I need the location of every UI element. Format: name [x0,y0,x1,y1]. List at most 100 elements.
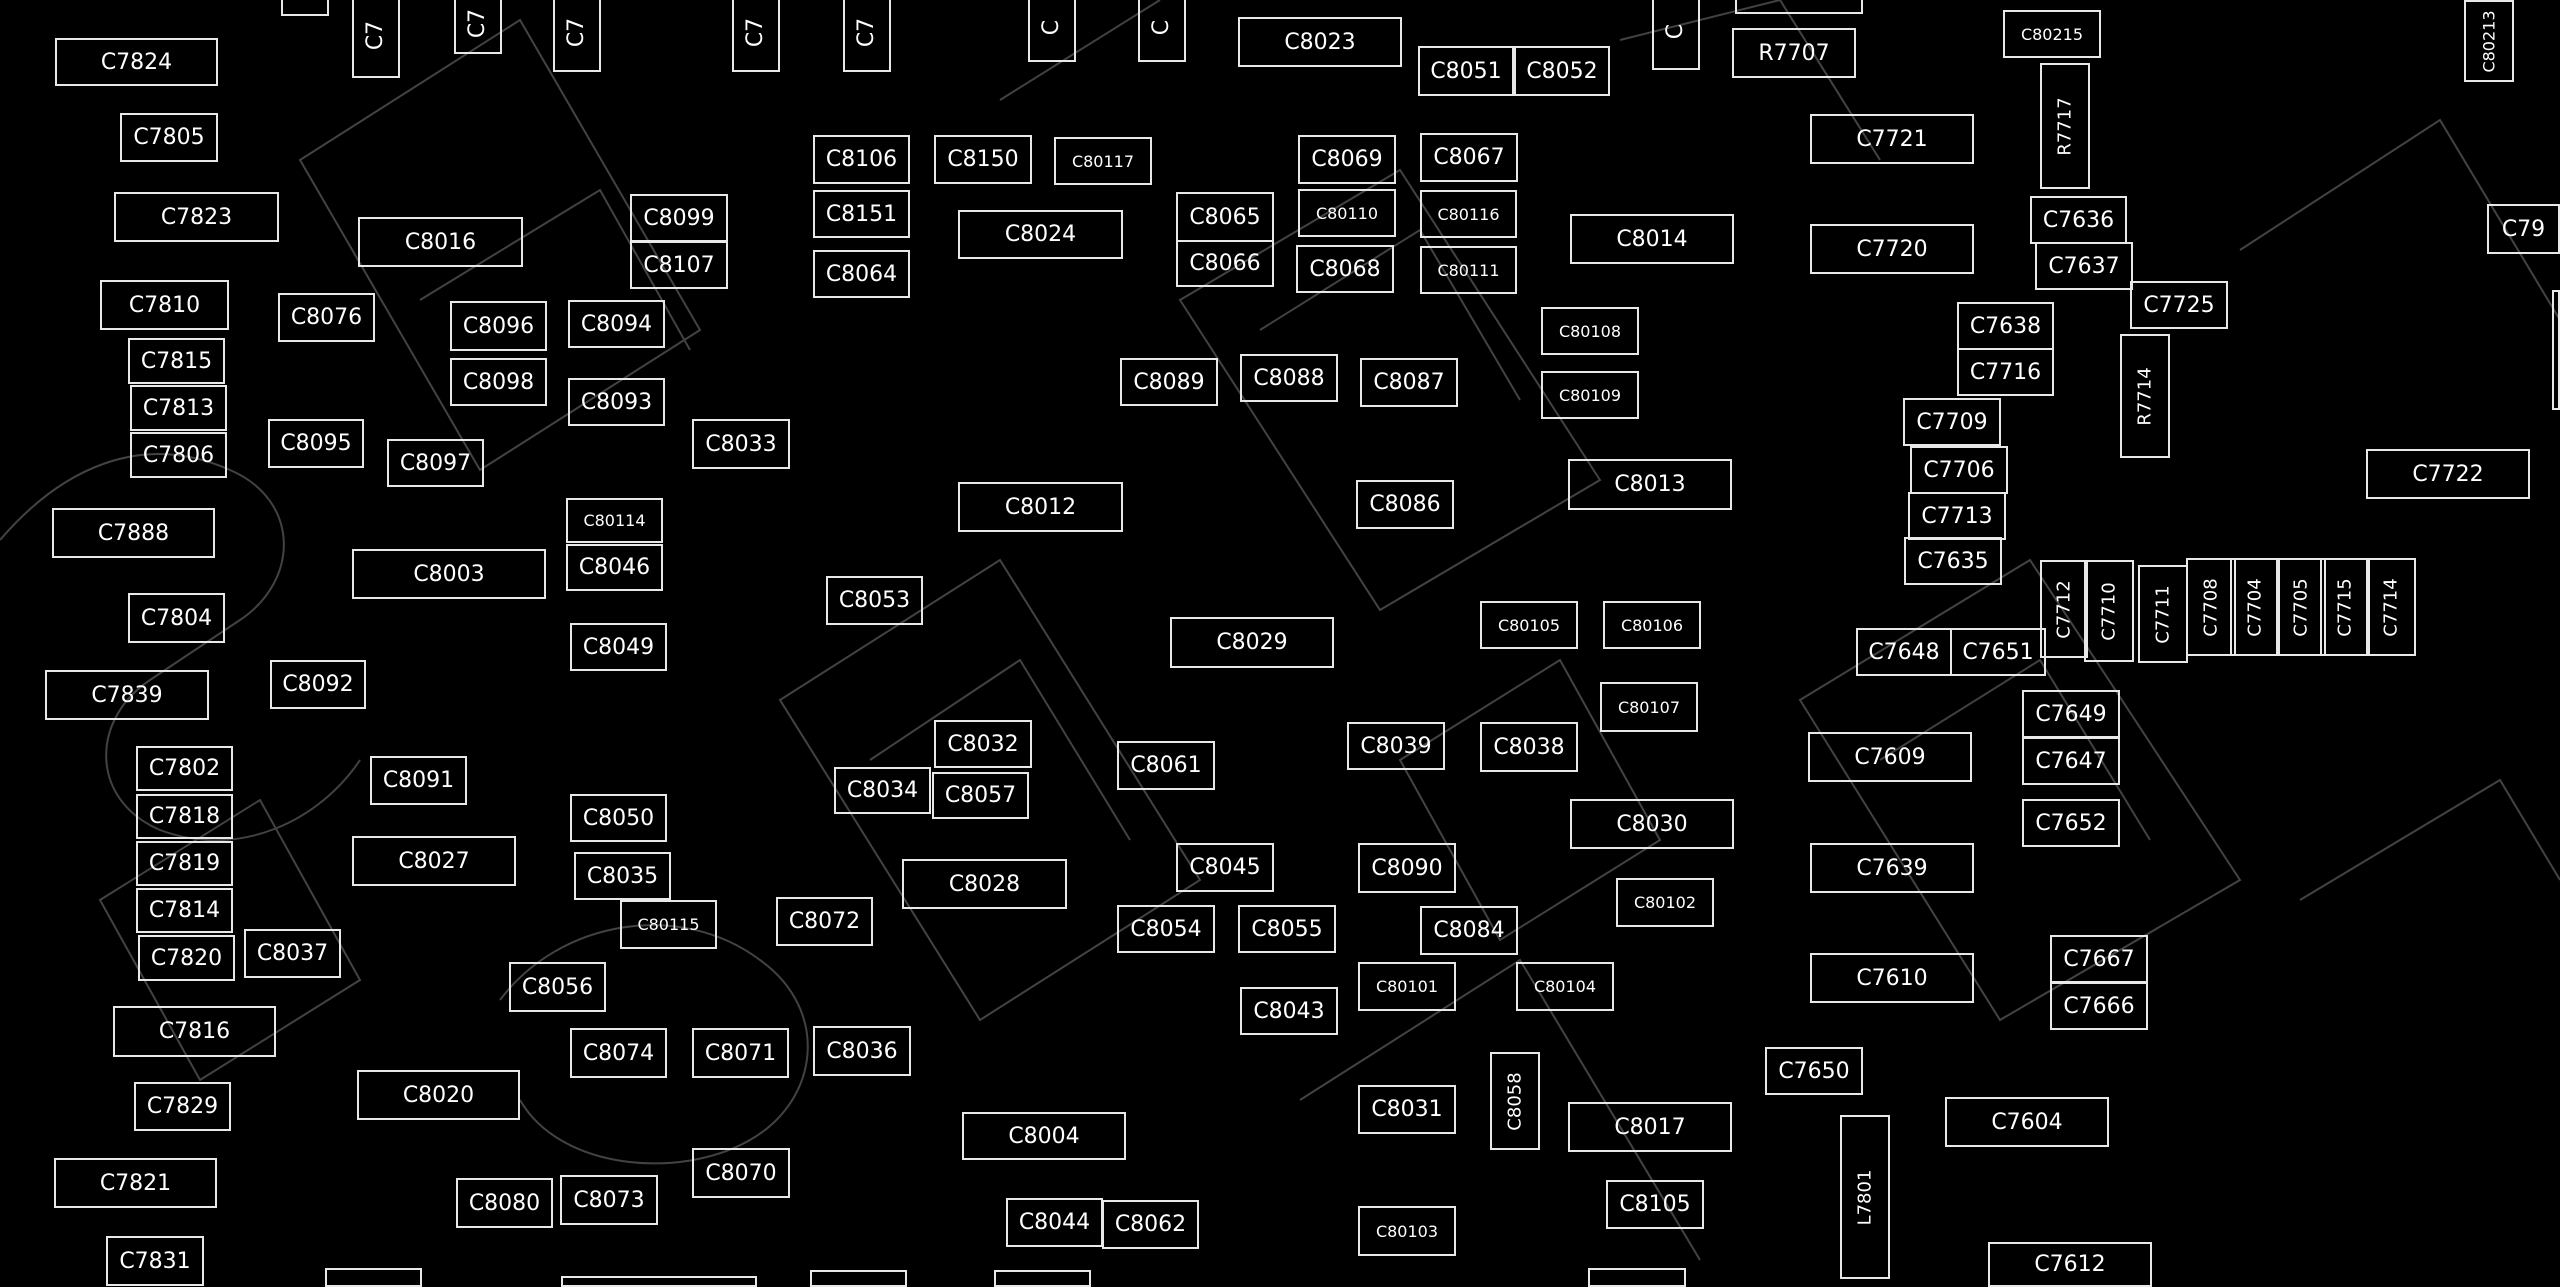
component-c7638[interactable]: C7638 [1957,302,2054,350]
component-c7816[interactable]: C7816 [113,1006,276,1057]
component-l7801[interactable]: L7801 [1840,1115,1890,1279]
component-c7829[interactable]: C7829 [134,1082,231,1131]
component-c8070[interactable]: C8070 [692,1148,790,1198]
component-c8003[interactable]: C8003 [352,549,546,599]
component-c7709[interactable]: C7709 [1903,398,2001,446]
component-c80215[interactable]: C80215 [2003,10,2101,58]
component-c7652[interactable]: C7652 [2022,799,2120,847]
component-c8072[interactable]: C8072 [776,897,873,946]
component-c8088[interactable]: C8088 [1240,354,1338,402]
component-c7802[interactable]: C7802 [136,746,233,791]
component-c8017[interactable]: C8017 [1568,1102,1732,1152]
component-c8054[interactable]: C8054 [1117,905,1215,953]
component-c7609[interactable]: C7609 [1808,732,1972,782]
component-c8036[interactable]: C8036 [813,1026,911,1076]
component-c8068[interactable]: C8068 [1296,245,1394,293]
component-c7612[interactable]: C7612 [1988,1242,2152,1287]
component-c7710[interactable]: C7710 [2084,560,2134,662]
component-c80102[interactable]: C80102 [1616,878,1714,927]
component-c7-d[interactable]: C7 [732,0,780,72]
component-c7815[interactable]: C7815 [128,338,225,384]
component-c80109[interactable]: C80109 [1541,371,1639,419]
component-outline-partial[interactable] [994,1270,1091,1287]
component-c8061[interactable]: C8061 [1117,741,1215,790]
component-c7647[interactable]: C7647 [2022,737,2120,785]
component-c8004[interactable]: C8004 [962,1112,1126,1160]
component-c8096[interactable]: C8096 [450,301,547,351]
component-c8039[interactable]: C8039 [1347,722,1445,770]
component-c8023[interactable]: C8023 [1238,17,1402,67]
component-c8035[interactable]: C8035 [574,852,671,900]
component-c80108[interactable]: C80108 [1541,307,1639,355]
component-c8091[interactable]: C8091 [370,756,467,805]
component-c80213[interactable]: C80213 [2464,0,2514,82]
component-c8065[interactable]: C8065 [1176,192,1274,242]
component-c7814[interactable]: C7814 [136,888,233,933]
component-c8013[interactable]: C8013 [1568,459,1732,510]
component-c7824[interactable]: C7824 [55,38,218,86]
component-c7706[interactable]: C7706 [1910,446,2008,494]
component-c7610[interactable]: C7610 [1810,953,1974,1003]
component-c8089[interactable]: C8089 [1120,358,1218,406]
component-c80101[interactable]: C80101 [1358,962,1456,1011]
component-c7650[interactable]: C7650 [1765,1047,1863,1095]
component-c8095[interactable]: C8095 [268,419,364,468]
component-c7648[interactable]: C7648 [1856,628,1952,676]
component-c8051[interactable]: C8051 [1418,46,1514,96]
component-c8045[interactable]: C8045 [1176,843,1274,892]
component-c8069[interactable]: C8069 [1298,135,1396,184]
component-c80104[interactable]: C80104 [1516,962,1614,1011]
component-c8050[interactable]: C8050 [570,794,667,842]
component-c8046[interactable]: C8046 [566,544,663,591]
component-r7707[interactable]: R7707 [1732,28,1856,78]
component-c8027[interactable]: C8027 [352,836,516,886]
component-c7651[interactable]: C7651 [1950,628,2046,676]
component-c8034[interactable]: C8034 [834,767,931,814]
component-c8093[interactable]: C8093 [568,378,665,426]
component-c7818[interactable]: C7818 [136,794,233,839]
component-c8087[interactable]: C8087 [1360,358,1458,407]
component-c8086[interactable]: C8086 [1356,480,1454,529]
component-c7819[interactable]: C7819 [136,841,233,886]
component-c7806[interactable]: C7806 [130,432,227,478]
component-c8151[interactable]: C8151 [813,190,910,238]
component-c-g[interactable]: C [1138,0,1186,62]
component-c7716[interactable]: C7716 [1957,348,2054,396]
component-c8097[interactable]: C8097 [387,439,484,487]
component-c8150[interactable]: C8150 [934,135,1032,184]
component-c80105[interactable]: C80105 [1480,601,1578,649]
component-c7635[interactable]: C7635 [1904,537,2002,585]
component-c7-a[interactable]: C7 [352,0,400,78]
component-c7820[interactable]: C7820 [138,935,235,981]
component-c8064[interactable]: C8064 [813,250,910,298]
component-c7-c[interactable]: C7 [553,0,601,72]
component-c8062[interactable]: C8062 [1102,1200,1199,1249]
component-c7649[interactable]: C7649 [2022,690,2120,738]
component-c7722[interactable]: C7722 [2366,449,2530,499]
component-c7705[interactable]: C7705 [2276,558,2326,656]
component-c8020[interactable]: C8020 [357,1070,520,1120]
component-c8092[interactable]: C8092 [270,660,366,709]
component-c7604[interactable]: C7604 [1945,1097,2109,1147]
component-c7666[interactable]: C7666 [2050,982,2148,1030]
component-c80106[interactable]: C80106 [1603,601,1701,649]
component-c8076[interactable]: C8076 [278,293,375,342]
component-c8037[interactable]: C8037 [244,929,341,978]
component-c79-partial[interactable]: C79 [2487,204,2560,254]
component-c80107[interactable]: C80107 [1600,682,1698,732]
component-c80103[interactable]: C80103 [1358,1206,1456,1256]
component-c7711[interactable]: C7711 [2138,565,2188,663]
component-c8024[interactable]: C8024 [958,210,1123,259]
component-c7-b[interactable]: C7 [454,0,502,54]
component-c80110[interactable]: C80110 [1298,189,1396,237]
component-c7713[interactable]: C7713 [1908,492,2006,540]
component-c7639[interactable]: C7639 [1810,843,1974,893]
component-c8074[interactable]: C8074 [570,1028,667,1078]
component-outline-partial[interactable] [2552,290,2560,410]
component-c7720[interactable]: C7720 [1810,224,1974,274]
component-c80116[interactable]: C80116 [1420,190,1517,238]
component-c7805[interactable]: C7805 [120,113,218,162]
component-c8038[interactable]: C8038 [1480,722,1578,772]
component-outline-partial[interactable] [1735,0,1863,14]
component-c7715[interactable]: C7715 [2320,558,2370,656]
